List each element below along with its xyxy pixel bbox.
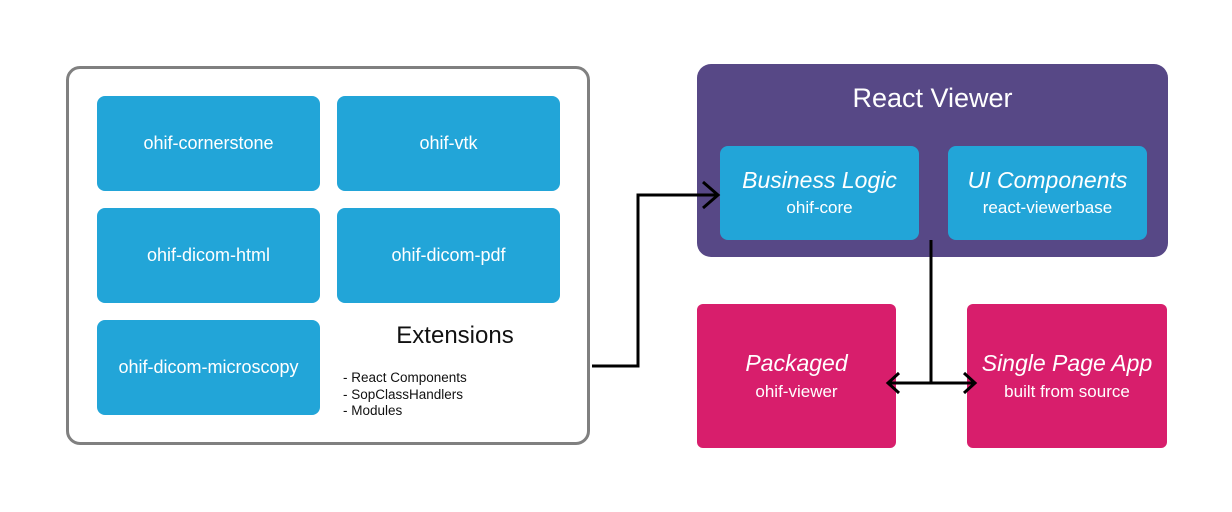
ui-components-heading: UI Components: [967, 167, 1128, 193]
spa-package: built from source: [1004, 381, 1130, 401]
ui-components-box: UI Components react-viewerbase: [948, 146, 1147, 240]
spa-box: Single Page App built from source: [967, 304, 1167, 448]
extension-ohif-dicom-html: ohif-dicom-html: [97, 208, 320, 303]
feature-item: - Modules: [343, 403, 403, 418]
extension-label: ohif-vtk: [419, 133, 478, 153]
business-logic-heading: Business Logic: [742, 167, 897, 193]
spa-heading: Single Page App: [981, 349, 1153, 376]
ui-components-package: react-viewerbase: [982, 198, 1113, 217]
extension-label: ohif-dicom-html: [146, 245, 271, 265]
extension-ohif-dicom-pdf: ohif-dicom-pdf: [337, 208, 560, 303]
packaged-box: Packaged ohif-viewer: [697, 304, 896, 448]
extensions-feature-list: - React Components - SopClassHandlers - …: [343, 370, 467, 420]
packaged-package: ohif-viewer: [755, 381, 838, 401]
extension-ohif-vtk: ohif-vtk: [337, 96, 560, 191]
business-logic-box: Business Logic ohif-core: [720, 146, 919, 240]
extension-ohif-cornerstone: ohif-cornerstone: [97, 96, 320, 191]
packaged-heading: Packaged: [745, 349, 848, 376]
feature-item: - SopClassHandlers: [343, 386, 464, 402]
extension-label: ohif-cornerstone: [143, 133, 274, 153]
extension-label: ohif-dicom-microscopy: [118, 357, 299, 377]
extension-label: ohif-dicom-pdf: [391, 245, 506, 265]
business-logic-package: ohif-core: [786, 198, 853, 217]
react-viewer-title: React Viewer: [852, 83, 1013, 113]
feature-item: - React Components: [343, 370, 467, 385]
extensions-title: Extensions: [396, 322, 514, 349]
extension-ohif-dicom-microscopy: ohif-dicom-microscopy: [97, 320, 320, 415]
